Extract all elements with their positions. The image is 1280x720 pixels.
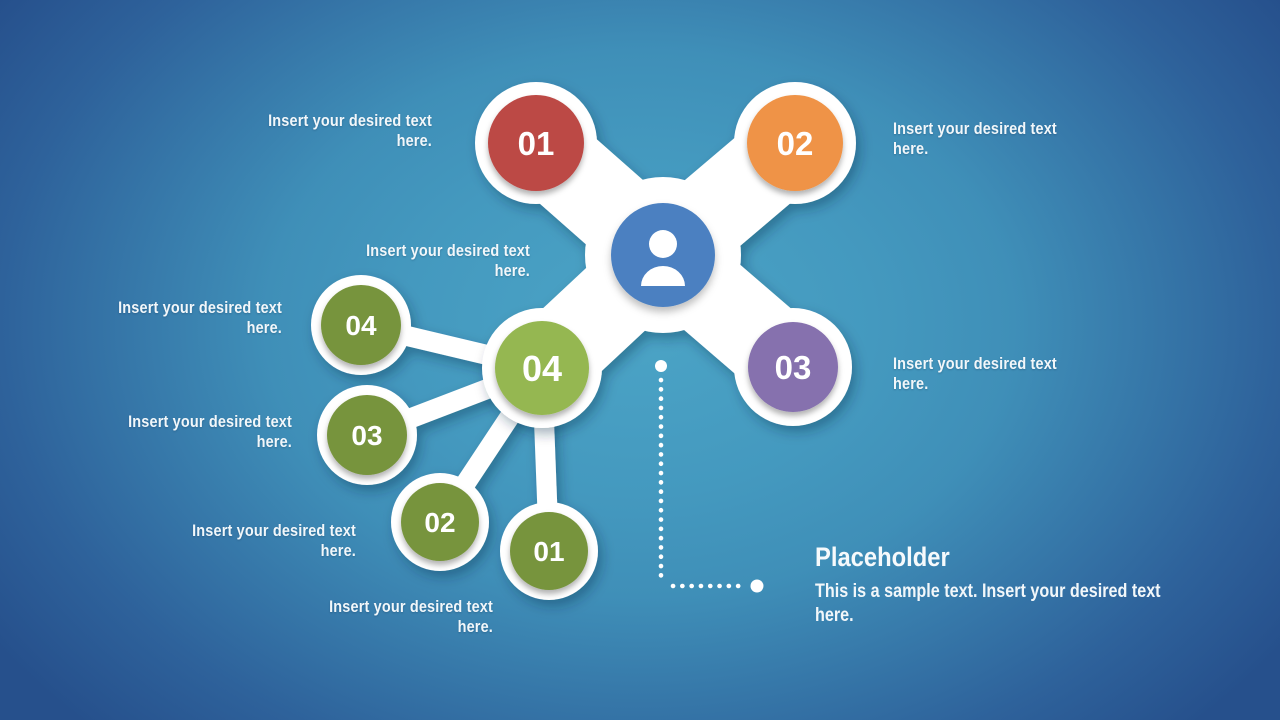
node-circle-01 [488, 95, 584, 191]
sub-node-number-04: 04 [345, 310, 377, 341]
caption-sub-node-04: Insert your desired text here. [118, 298, 282, 337]
node-02: 02 [747, 95, 843, 191]
connector-start-dot [655, 360, 667, 372]
sub-node-number-01: 01 [533, 536, 564, 567]
placeholder-title: Placeholder [815, 542, 950, 572]
placeholder-body: This is a sample text. Insert your desir… [815, 581, 1161, 626]
node-number-04: 04 [522, 348, 562, 389]
node-circle-02 [747, 95, 843, 191]
caption-node-03: Insert your desired text here. [893, 354, 1057, 393]
sub-node-04: 04 [321, 285, 401, 365]
sub-node-circle-03 [327, 395, 407, 475]
sub-node-number-03: 03 [351, 420, 382, 451]
node-number-01: 01 [518, 125, 555, 162]
caption-hub: Insert your desired text here. [366, 241, 530, 280]
node-03: 03 [748, 322, 838, 412]
node-circle-03 [748, 322, 838, 412]
sub-node-number-02: 02 [424, 507, 455, 538]
node-number-03: 03 [775, 349, 812, 386]
caption-sub-node-01: Insert your desired text here. [329, 597, 493, 636]
sub-node-circle-04 [321, 285, 401, 365]
caption-node-02: Insert your desired text here. [893, 119, 1057, 158]
person-icon [641, 230, 685, 286]
sub-node-circle-01 [510, 512, 588, 590]
sub-node-01: 01 [510, 512, 588, 590]
sub-node-02: 02 [401, 483, 479, 561]
center-hub [611, 203, 715, 307]
caption-sub-node-02: Insert your desired text here. [192, 521, 356, 560]
sub-node-circle-02 [401, 483, 479, 561]
node-number-02: 02 [777, 125, 814, 162]
dotted-connector [655, 360, 764, 593]
node-04: 04 [495, 321, 589, 415]
caption-node-01: Insert your desired text here. [268, 111, 432, 150]
connector-end-dot [750, 579, 764, 593]
sub-node-03: 03 [327, 395, 407, 475]
caption-sub-node-03: Insert your desired text here. [128, 412, 292, 451]
node-01: 01 [488, 95, 584, 191]
node-circle-04 [495, 321, 589, 415]
